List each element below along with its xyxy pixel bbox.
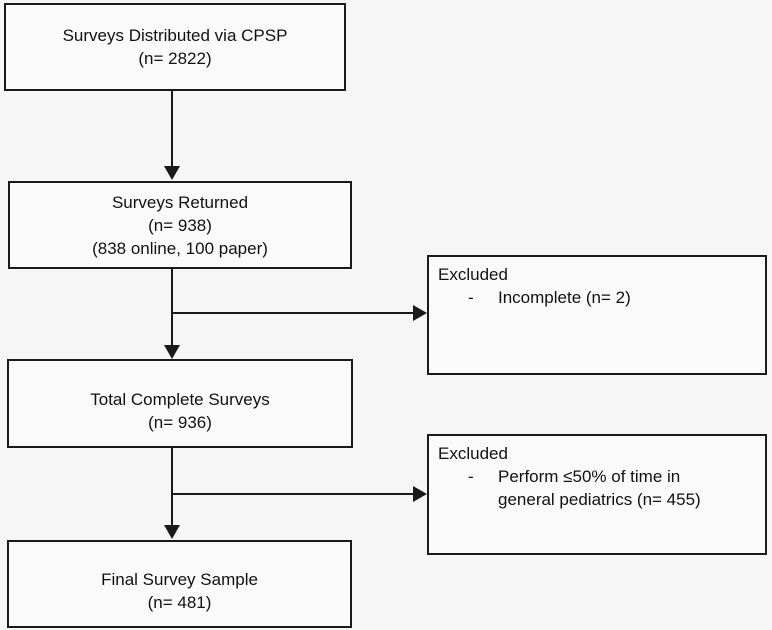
arrowhead-down-icon <box>164 166 180 180</box>
node-count-line: (n= 938) <box>148 215 212 235</box>
node-count-line: (n= 936) <box>148 412 212 432</box>
arrowhead-down-icon <box>164 525 180 539</box>
excluded-reason-line: Incomplete (n= 2) <box>498 288 631 307</box>
bullet-dash: - <box>468 288 474 307</box>
flow-node-final-sample: Final Survey Sample (n= 481) <box>7 540 352 628</box>
flow-node-excluded-low-gp-time: Excluded - Perform ≤50% of time in gener… <box>427 434 767 555</box>
arrowhead-right-icon <box>413 305 427 321</box>
flow-node-surveys-distributed: Surveys Distributed via CPSP (n= 2822) <box>4 3 346 91</box>
node-text-line: Final Survey Sample <box>101 569 258 589</box>
node-detail-line: (838 online, 100 paper) <box>92 238 268 258</box>
connector-vertical-line <box>171 91 173 167</box>
flow-node-excluded-incomplete: Excluded - Incomplete (n= 2) <box>427 255 767 375</box>
excluded-reason-line: Perform ≤50% of time in <box>498 467 681 486</box>
excluded-title: Excluded <box>438 265 508 284</box>
excluded-bullet-item: - Incomplete (n= 2) <box>468 286 755 309</box>
arrowhead-down-icon <box>164 345 180 359</box>
connector-vertical-line <box>171 269 173 346</box>
node-text-line: Total Complete Surveys <box>90 389 270 409</box>
excluded-bullet-item: - Perform ≤50% of time in general pediat… <box>468 465 755 511</box>
connector-horizontal-line <box>172 493 413 495</box>
node-text-line: Surveys Returned <box>111 192 249 212</box>
node-count-line: (n= 481) <box>147 592 212 612</box>
flow-node-surveys-returned: Surveys Returned (n= 938) (838 online, 1… <box>8 181 352 269</box>
bullet-dash: - <box>468 467 474 486</box>
arrowhead-right-icon <box>413 486 427 502</box>
excluded-reason-line: general pediatrics (n= 455) <box>498 490 701 509</box>
flow-node-total-complete: Total Complete Surveys (n= 936) <box>7 359 353 448</box>
connector-horizontal-line <box>172 312 413 314</box>
connector-vertical-line <box>171 448 173 526</box>
excluded-title: Excluded <box>438 444 508 463</box>
node-text-line: Surveys Distributed via CPSP <box>62 26 288 45</box>
node-count-line: (n= 2822) <box>138 49 212 68</box>
